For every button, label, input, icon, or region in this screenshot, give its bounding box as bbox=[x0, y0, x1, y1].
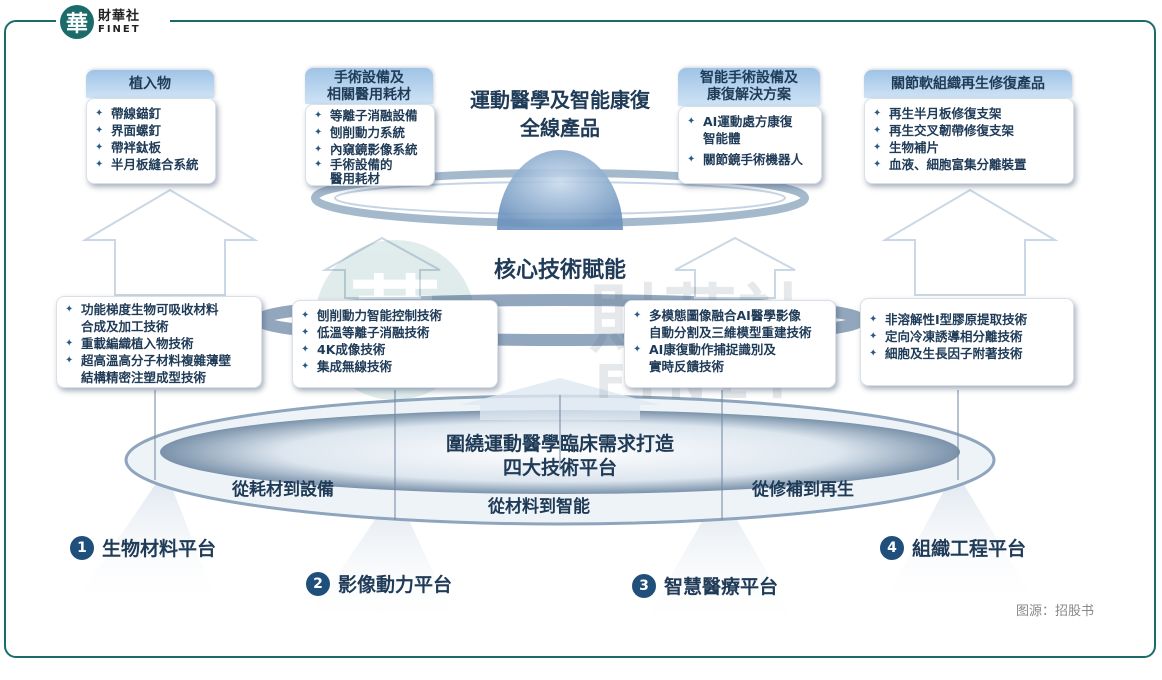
platform-4: 4 組織工程平台 bbox=[880, 534, 1026, 561]
beam-2 bbox=[300, 490, 460, 630]
list-item: 關節鏡手術機器人 bbox=[685, 151, 815, 168]
list-item: 刨削動力系統 bbox=[312, 124, 428, 141]
platform-number: 1 bbox=[70, 535, 94, 560]
list-item: 定向冷凍誘導相分離技術 bbox=[867, 328, 1067, 345]
ring-label-center: 從材料到智能 bbox=[488, 497, 590, 517]
product-card-2-title: 手術設備及 相關醫用耗材 bbox=[305, 68, 433, 104]
arrow-left-outer bbox=[81, 188, 259, 296]
list-item: 再生交叉韌帶修復支架 bbox=[871, 122, 1067, 139]
core-title: 核心技術賦能 bbox=[493, 258, 626, 283]
top-title: 運動醫學及智能康復 全線產品 bbox=[470, 88, 650, 140]
platform-3: 3 智慧醫療平台 bbox=[632, 572, 778, 599]
platform-2: 2 影像動力平台 bbox=[306, 570, 452, 597]
list-item: 細胞及生長因子附著技術 bbox=[867, 345, 1067, 362]
product-card-4: 再生半月板修復支架 再生交叉韌帶修復支架 生物補片 血液、細胞富集分離裝置 bbox=[864, 98, 1074, 184]
list-item: 帶袢鈦板 bbox=[93, 139, 209, 156]
product-card-1-title: 植入物 bbox=[86, 70, 214, 98]
list-item: 帶線錨釘 bbox=[93, 105, 209, 122]
top-dome bbox=[497, 150, 623, 230]
beam-4 bbox=[880, 470, 1040, 610]
list-item: 4K成像技術 bbox=[299, 341, 491, 358]
list-item: 集成無線技術 bbox=[299, 358, 491, 375]
source-note: 图源：招股书 bbox=[1016, 604, 1095, 619]
beam-1 bbox=[70, 470, 220, 610]
product-card-4-title: 關節軟組織再生修復產品 bbox=[864, 70, 1072, 98]
ring-label-right: 從修補到再生 bbox=[752, 480, 854, 500]
base-title: 圍繞運動醫學臨床需求打造 四大技術平台 bbox=[445, 433, 674, 479]
platform-number: 2 bbox=[306, 571, 330, 596]
platform-name: 生物材料平台 bbox=[102, 538, 217, 560]
list-item: 非溶解性I型膠原提取技術 bbox=[867, 311, 1067, 328]
arrow-mid-left bbox=[321, 236, 441, 299]
list-item: 血液、細胞富集分離裝置 bbox=[871, 156, 1067, 173]
tech-card-4: 非溶解性I型膠原提取技術 定向冷凍誘導相分離技術 細胞及生長因子附著技術 bbox=[860, 298, 1074, 386]
list-item: 內窺鏡影像系統 bbox=[312, 141, 428, 158]
list-item: 低溫等離子消融技術 bbox=[299, 324, 491, 341]
list-item: 半月板縫合系統 bbox=[93, 156, 209, 173]
outer-frame bbox=[4, 20, 1156, 658]
list-item: 等離子消融設備 bbox=[312, 107, 428, 124]
platform-number: 3 bbox=[632, 573, 656, 598]
product-card-3-title: 智能手術設備及 康復解決方案 bbox=[678, 68, 820, 106]
platform-name: 智慧醫療平台 bbox=[664, 576, 779, 598]
list-item: 重載編織植入物技術 bbox=[63, 335, 255, 352]
logo-name-cn: 財華社 bbox=[98, 8, 141, 24]
logo-name-en: FINET bbox=[98, 23, 141, 35]
tech-card-2: 刨削動力智能控制技術 低溫等離子消融技術 4K成像技術 集成無線技術 bbox=[292, 300, 498, 388]
beam-3 bbox=[640, 490, 800, 630]
list-item: 生物補片 bbox=[871, 139, 1067, 156]
list-item: 刨削動力智能控制技術 bbox=[299, 307, 491, 324]
ring-label-left: 從耗材到設備 bbox=[232, 480, 334, 500]
logo-glyph: 華 bbox=[60, 5, 94, 39]
list-item: 再生半月板修復支架 bbox=[871, 105, 1067, 122]
platform-name: 組織工程平台 bbox=[912, 538, 1027, 560]
platform-number: 4 bbox=[880, 535, 904, 560]
finet-logo: 華 財華社 FINET bbox=[56, 4, 170, 40]
arrow-right-outer bbox=[881, 188, 1059, 296]
list-item: 界面螺釘 bbox=[93, 122, 209, 139]
platform-name: 影像動力平台 bbox=[338, 574, 453, 596]
product-card-1: 帶線錨釘 界面螺釘 帶袢鈦板 半月板縫合系統 bbox=[86, 98, 216, 184]
platform-1: 1 生物材料平台 bbox=[70, 534, 216, 561]
arrow-mid-right bbox=[674, 236, 796, 299]
